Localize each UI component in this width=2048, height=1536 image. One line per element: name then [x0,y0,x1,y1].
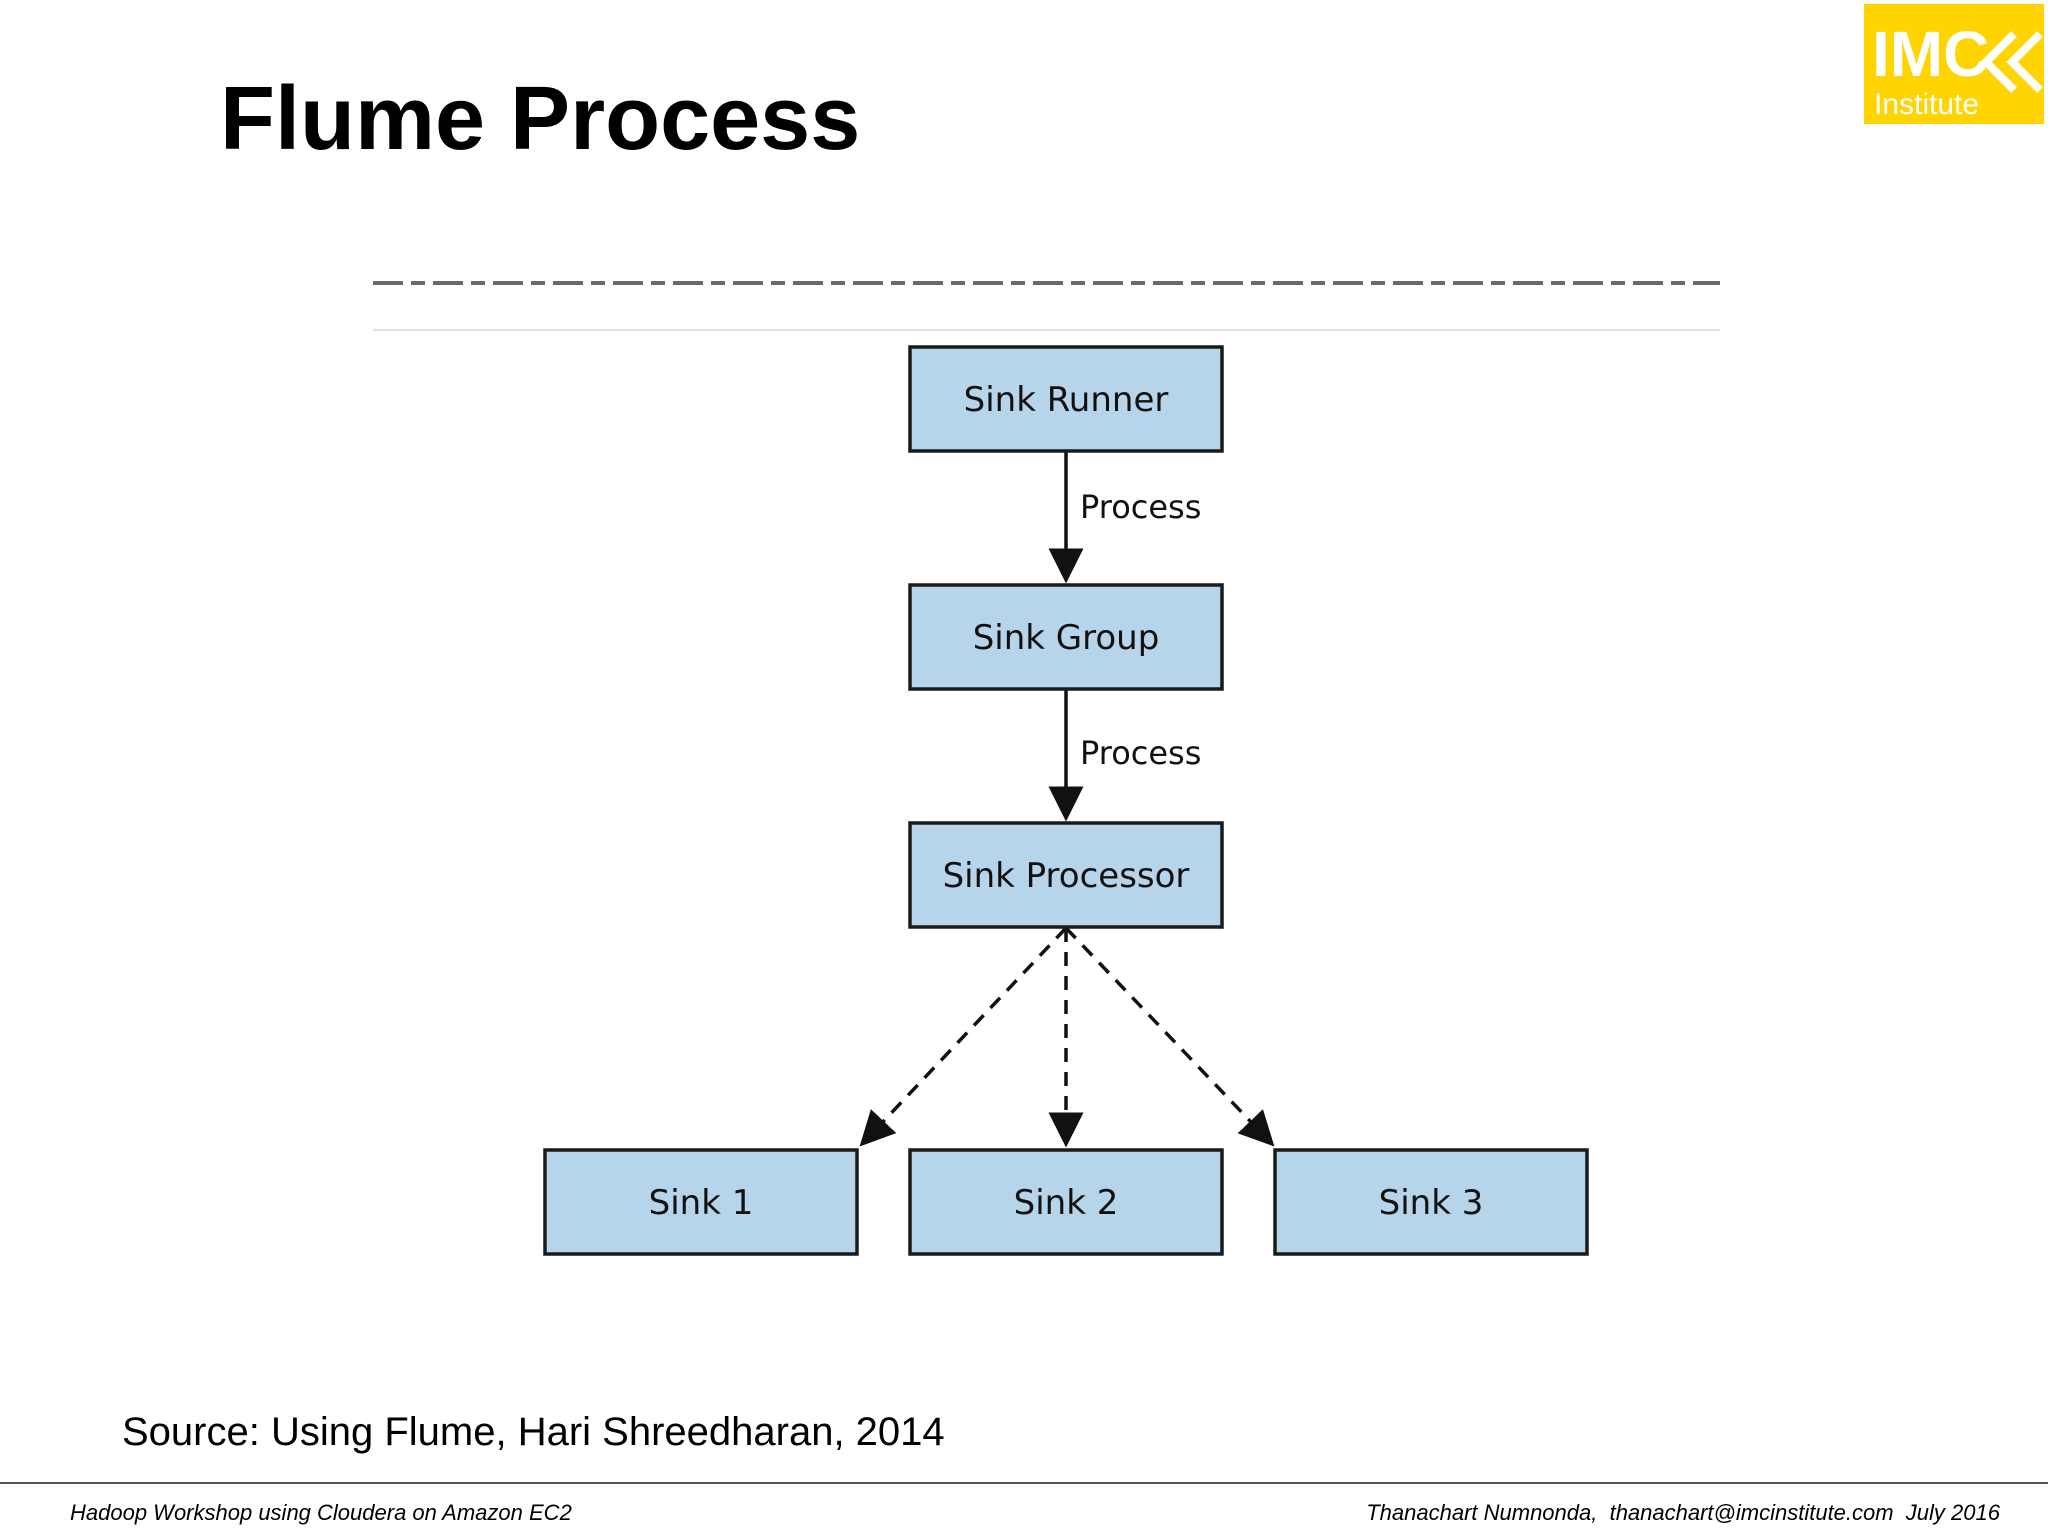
node-label-sink-1: Sink 1 [649,1183,754,1223]
node-sink-3: Sink 3 [1273,1148,1589,1256]
footer-workshop-title: Hadoop Workshop using Cloudera on Amazon… [70,1500,572,1525]
node-label-sink-2: Sink 2 [1014,1183,1119,1223]
node-label-sink-processor: Sink Processor [943,856,1190,896]
logo-text-imc: IMC [1872,18,1989,90]
node-sink-runner: Sink Runner [908,345,1224,453]
footer-author-info: Thanachart Numnonda, thanachart@imcinsti… [1366,1500,2000,1525]
edge-processor-to-sink-1 [859,926,1068,1147]
edge-processor-to-sink-3 [1064,926,1275,1147]
node-sink-1: Sink 1 [543,1148,859,1256]
node-label-sink-3: Sink 3 [1379,1183,1484,1223]
imc-institute-logo: IMC Institute [1864,4,2044,124]
logo-chevron-icon [1980,31,2043,93]
node-sink-2: Sink 2 [908,1148,1224,1256]
slide-title: Flume Process [220,69,861,169]
logo-text-institute: Institute [1874,88,1979,121]
edge-label-group-to-processor: Process [1080,734,1201,772]
footer-divider [0,1482,2048,1484]
node-label-sink-group: Sink Group [973,618,1160,658]
edge-label-runner-to-group: Process [1080,488,1201,526]
node-sink-group: Sink Group [908,583,1224,691]
node-sink-processor: Sink Processor [908,821,1224,929]
source-caption: Source: Using Flume, Hari Shreedharan, 2… [122,1410,945,1454]
node-label-sink-runner: Sink Runner [964,380,1169,420]
